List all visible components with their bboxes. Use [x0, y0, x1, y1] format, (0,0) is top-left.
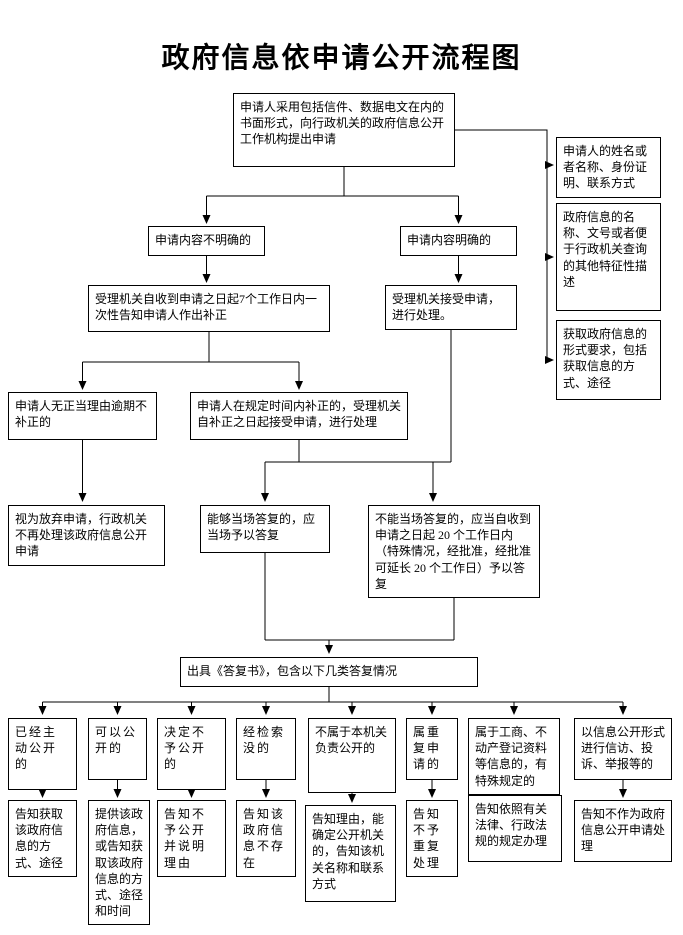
- node-deemed-abandoned: 视为放弃申请，行政机关不再处理该政府信息公开申请: [8, 505, 165, 566]
- node-case-petition-form: 以信息公开形式进行信访、投诉、举报等的: [574, 718, 672, 780]
- node-answer-not-exist: 告知该政府信息不存在: [236, 800, 296, 877]
- node-format-requirements: 获取政府信息的形式要求，包括获取信息的方式、途径: [556, 320, 661, 400]
- node-answer-not-treated-as-request: 告知不作为政府信息公开申请处理: [574, 800, 672, 862]
- node-notify-supplement: 受理机关自收到申请之日起7个工作日内一次性告知申请人作出补正: [88, 285, 330, 332]
- node-issue-reply-letter: 出具《答复书》，包含以下几类答复情况: [180, 657, 478, 687]
- node-answer-inform-access: 告知获取该政府信息的方式、途径: [8, 800, 77, 877]
- node-case-special-regulation: 属于工商、不动产登记资料等信息的，有特殊规定的: [468, 718, 560, 795]
- node-answer-provide-info: 提供该政府信息，或告知获取该政府信息的方式、途径和时间: [88, 800, 150, 926]
- node-content-unclear: 申请内容不明确的: [148, 226, 265, 256]
- page-title: 政府信息依申请公开流程图: [161, 43, 522, 74]
- node-content-clear: 申请内容明确的: [400, 226, 517, 256]
- node-applicant-identity: 申请人的姓名或者名称、身份证明、联系方式: [556, 137, 661, 198]
- node-info-description: 政府信息的名称、文号或者便于行政机关查询的其他特征性描述: [556, 203, 661, 311]
- node-answer-inform-reason-refer: 告知理由，能确定公开机关的，告知该机关名称和联系方式: [305, 805, 396, 902]
- node-no-supplement: 申请人无正当理由逾期不补正的: [8, 392, 157, 440]
- node-answer-refusal-reasons: 告知不予公开并说明理由: [157, 800, 226, 877]
- node-case-can-disclose: 可以公开的: [88, 718, 147, 780]
- node-accept-process: 受理机关接受申请，进行处理。: [385, 285, 517, 330]
- node-supplemented: 申请人在规定时间内补正的，受理机关自补正之日起接受申请，进行处理: [190, 392, 408, 440]
- node-case-not-found: 经检索没的: [236, 718, 296, 780]
- node-answer-per-laws: 告知依照有关法律、行政法规的规定办理: [468, 795, 562, 862]
- node-submit-application: 申请人采用包括信件、数据电文在内的书面形式，向行政机关的政府信息公开工作机构提出…: [233, 93, 455, 167]
- node-case-repeat-application: 属重复申请的: [406, 718, 458, 780]
- node-delayed-reply: 不能当场答复的，应当自收到申请之日起 20 个工作日内（特殊情况，经批准，经批准…: [368, 505, 540, 598]
- node-case-refuse-disclose: 决定不予公开的: [157, 718, 226, 790]
- node-case-not-responsible: 不属于本机关负责公开的: [308, 718, 396, 793]
- node-answer-no-repeat-handling: 告知不予重复处理: [406, 800, 458, 877]
- node-case-proactively-disclosed: 已经主动公开的: [8, 718, 77, 790]
- node-onspot-reply: 能够当场答复的，应当场予以答复: [200, 505, 330, 553]
